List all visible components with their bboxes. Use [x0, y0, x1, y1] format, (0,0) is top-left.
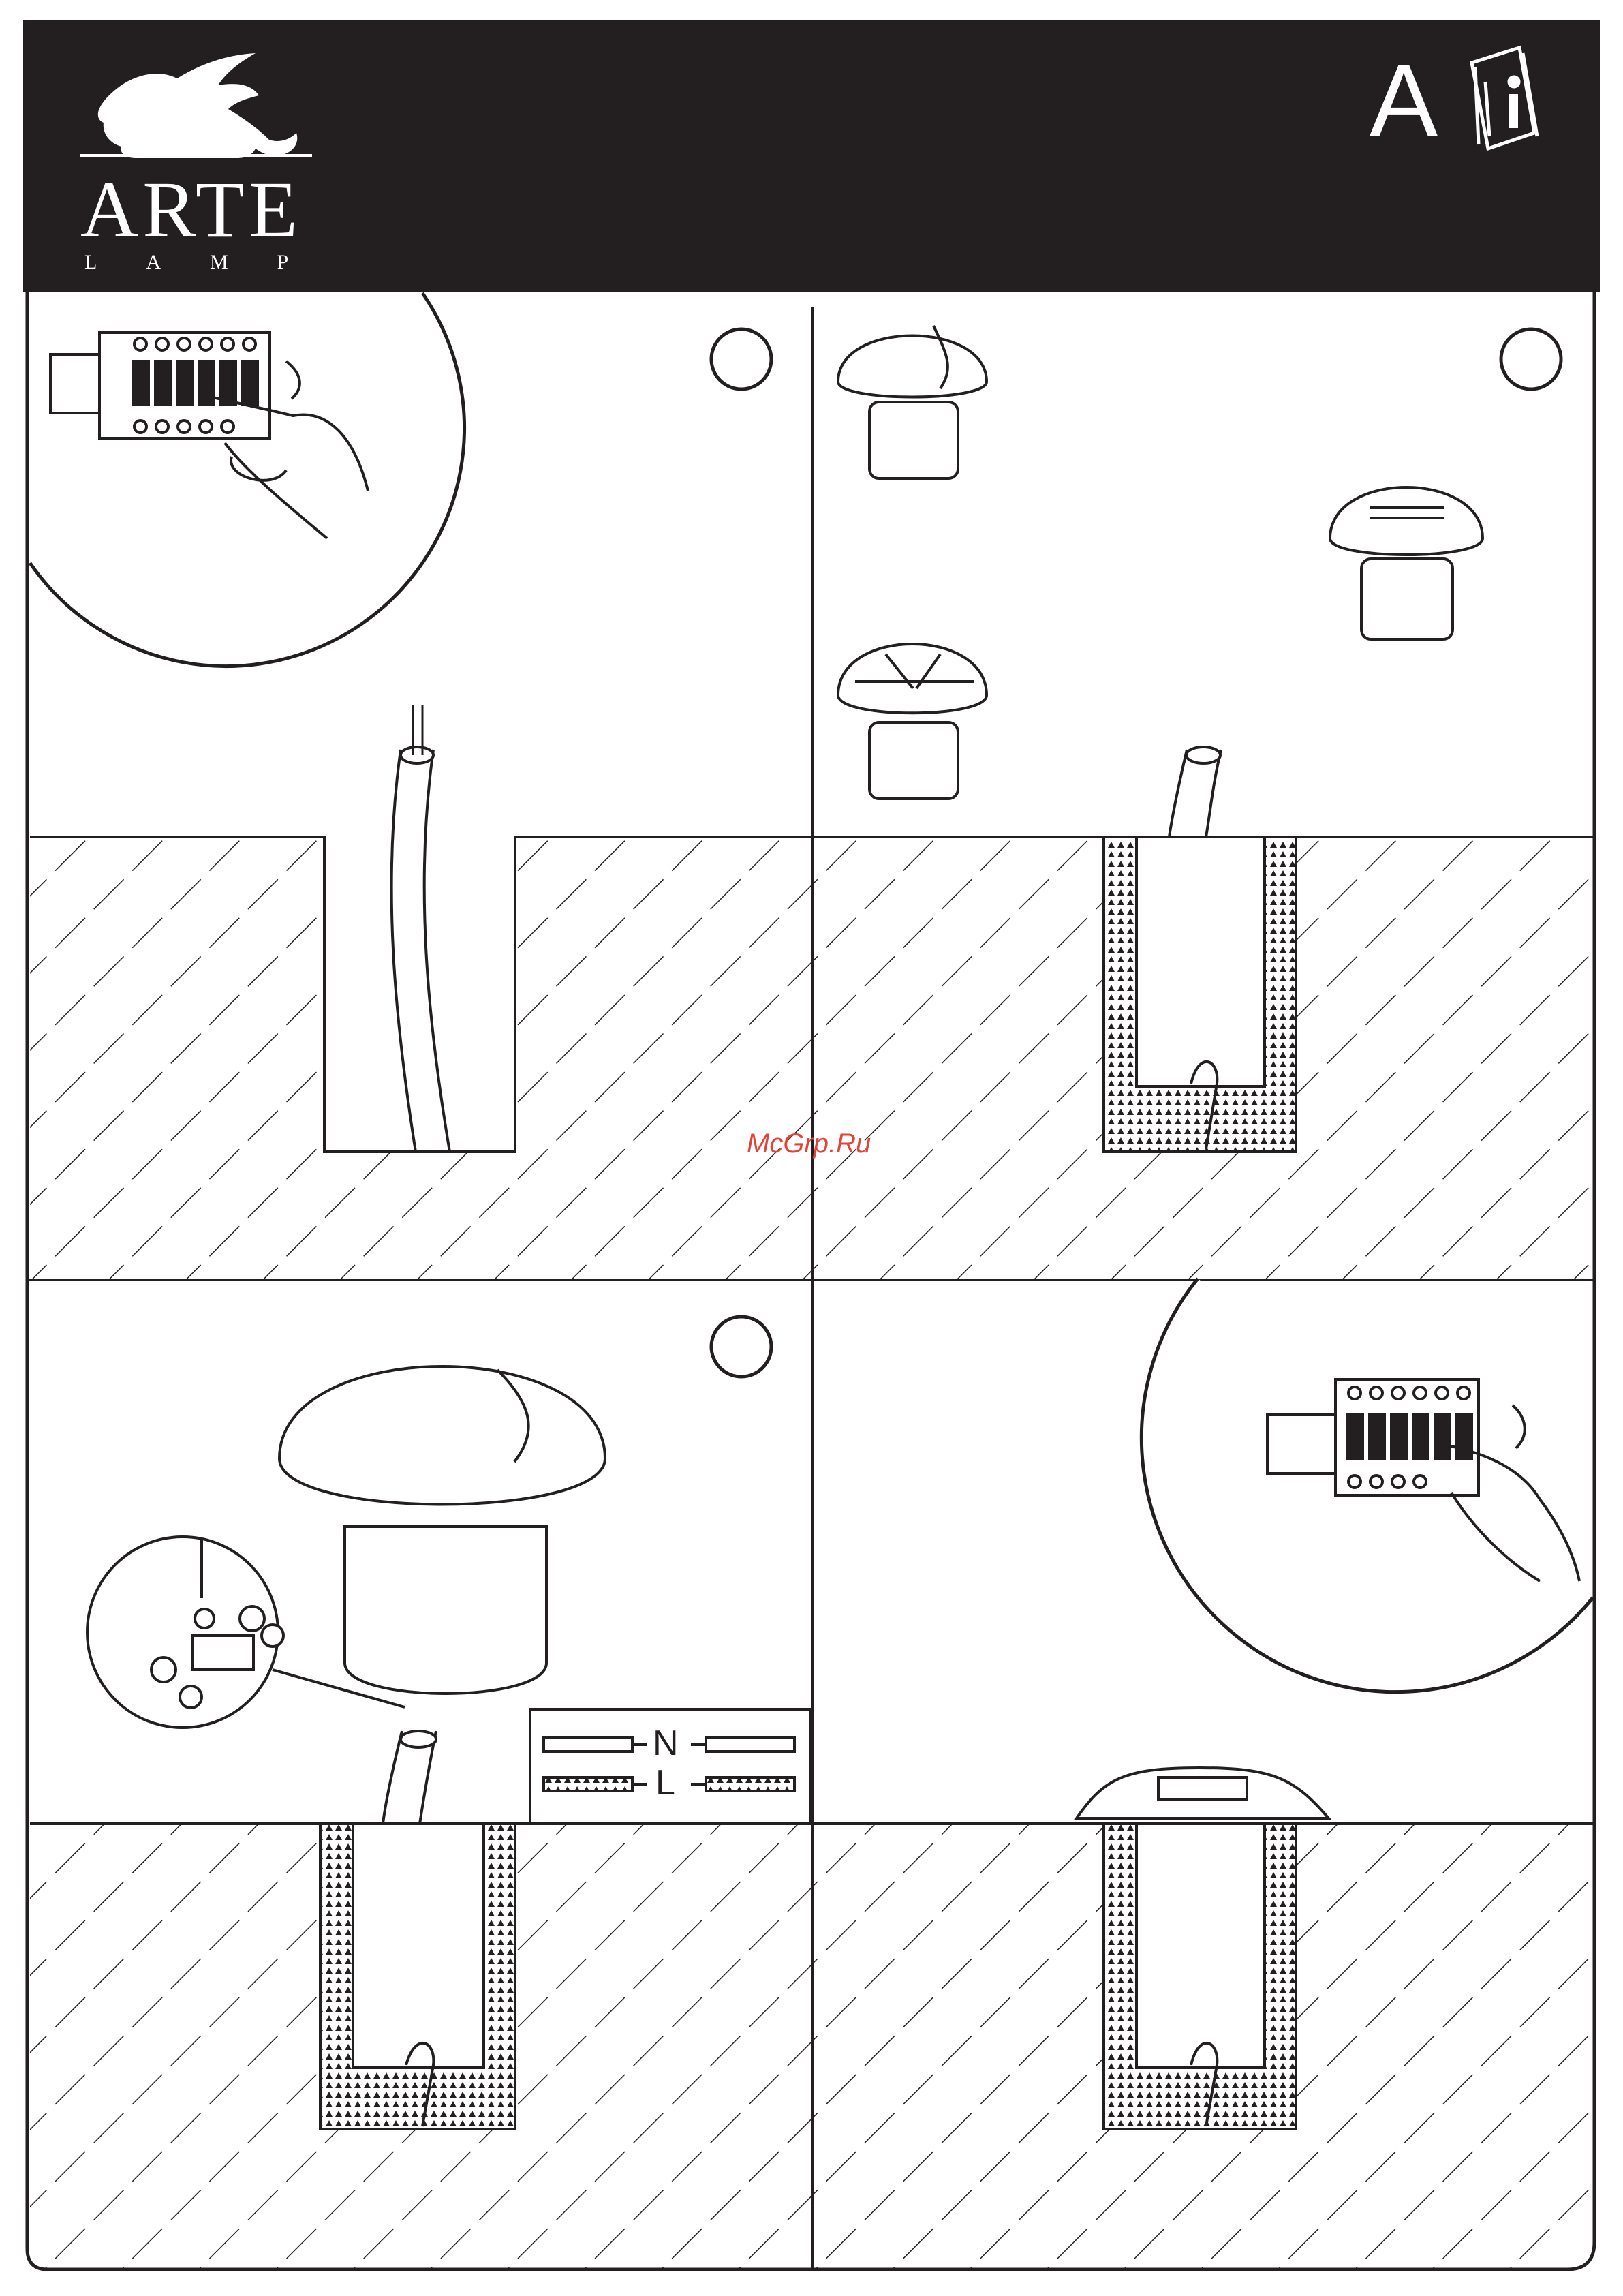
legend-live-label: L — [655, 1762, 675, 1803]
rotate-arrow-icon — [1513, 1405, 1525, 1448]
info-manual-icon — [1472, 48, 1537, 149]
step-number-circle — [711, 1317, 771, 1377]
panel-step-4 — [814, 1279, 1593, 2268]
panel-step-1 — [30, 293, 811, 1279]
legend-neutral-label: N — [653, 1723, 679, 1764]
brand-subtitle: LAMP — [84, 251, 337, 274]
panel-step-2 — [814, 326, 1593, 1279]
lamp-two-way-icon — [1330, 487, 1483, 639]
section-letter: A — [1370, 49, 1438, 151]
brand-name: ARTE — [80, 164, 302, 256]
griffin-logo-icon — [80, 53, 312, 158]
installed-lamp-icon — [1077, 1768, 1329, 1818]
watermark: McGrp.Ru — [747, 1129, 871, 1159]
step-number-circle — [711, 329, 771, 389]
lamp-one-way-icon — [838, 326, 987, 478]
lamp-four-way-icon — [838, 644, 987, 799]
terminal-block-icon — [50, 333, 270, 438]
lamp-body-icon — [279, 1366, 605, 1694]
step-number-circle — [1501, 329, 1561, 389]
panel-step-3 — [30, 1317, 811, 2268]
